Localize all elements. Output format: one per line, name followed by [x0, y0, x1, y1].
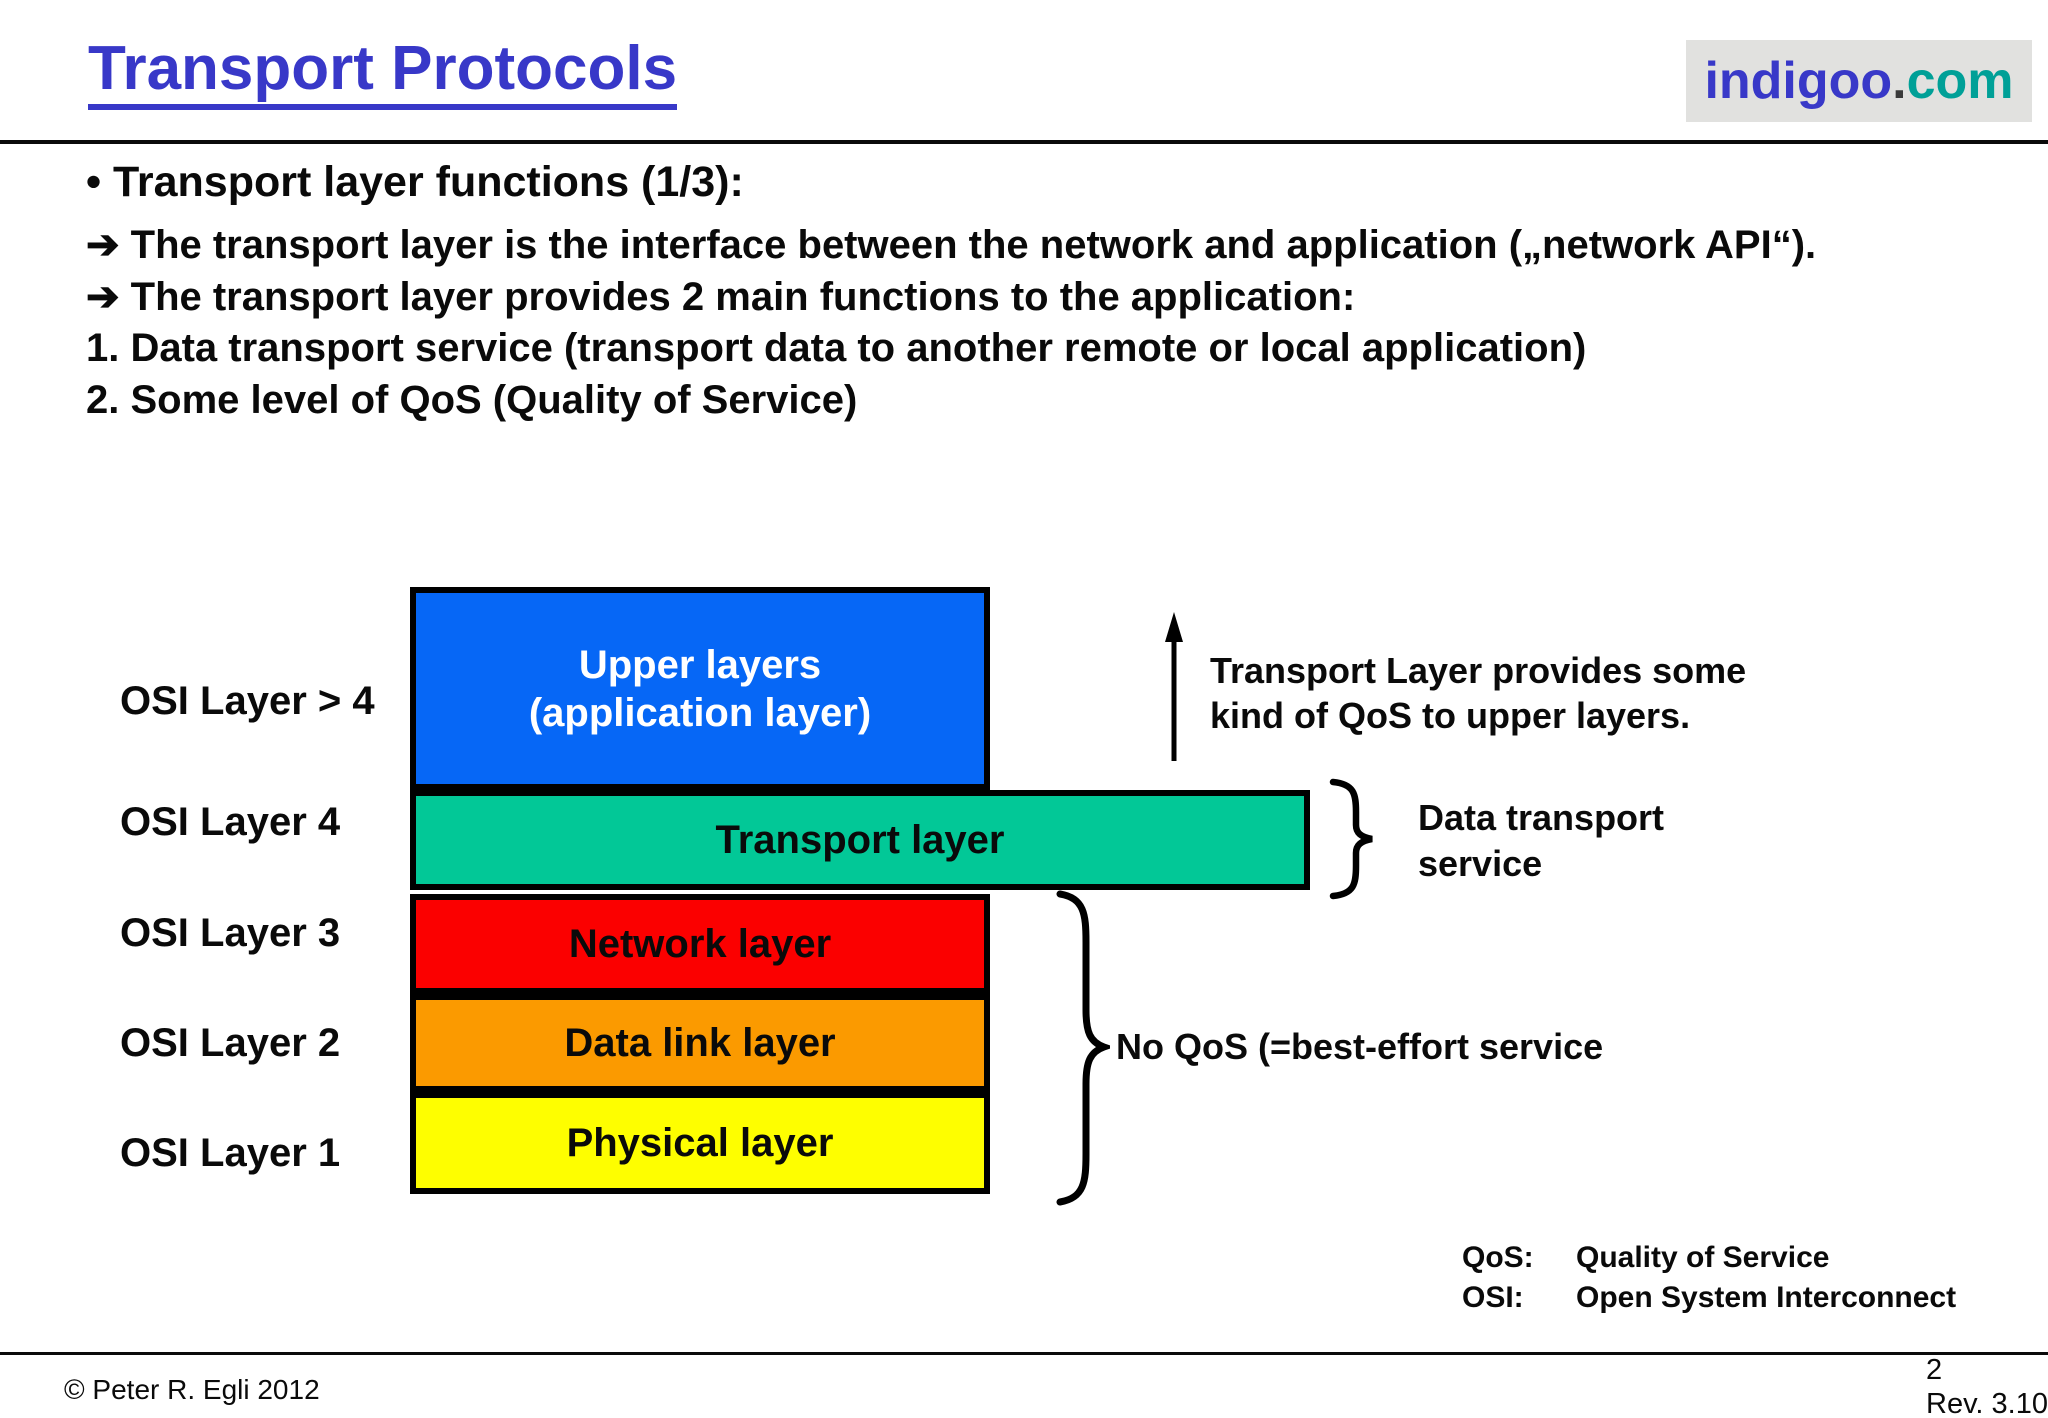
data-link-layer-label: Data link layer	[564, 1021, 836, 1065]
brace-no-qos-icon	[1056, 890, 1110, 1206]
upper-layers-label-line1: Upper layers	[578, 642, 822, 687]
glossary-term-qos: QoS:	[1462, 1241, 1534, 1274]
no-qos-annotation: No QoS (=best-effort service	[1116, 1026, 1604, 1067]
page-number: 2	[1926, 1354, 1943, 1386]
glossary-term-osi: OSI:	[1462, 1281, 1524, 1314]
qos-annotation: Transport Layer provides some kind of Qo…	[1210, 648, 1746, 738]
footer-divider	[0, 1352, 2048, 1355]
network-layer-label: Network layer	[568, 922, 832, 966]
osi-label-2: OSI Layer 2	[120, 1021, 341, 1065]
up-arrow-icon	[1165, 612, 1183, 761]
glossary-def-osi: Open System Interconnect	[1576, 1281, 1957, 1314]
brace-data-transport-icon	[1329, 778, 1373, 900]
upper-layers-box: Upper layers (application layer)	[410, 587, 990, 790]
intro-heading: • Transport layer functions (1/3):	[86, 158, 744, 206]
logo-text-dot: .	[1892, 52, 1907, 110]
intro-line-2: ➔ The transport layer provides 2 main fu…	[86, 275, 1356, 319]
data-transport-annotation: Data transport service	[1418, 795, 1664, 887]
transport-layer-label: Transport layer	[715, 818, 1005, 862]
data-transport-annotation-line1: Data transport	[1418, 797, 1665, 838]
logo: indigoo.com	[1686, 40, 2032, 122]
osi-label-1: OSI Layer 1	[120, 1131, 341, 1175]
copyright-text: © Peter R. Egli 2012	[64, 1374, 320, 1405]
physical-layer-box: Physical layer	[410, 1092, 990, 1194]
glossary-row-osi: OSI: Open System Interconnect	[1462, 1278, 1956, 1318]
intro-line-4: 2. Some level of QoS (Quality of Service…	[86, 378, 858, 422]
osi-label-3: OSI Layer 3	[120, 911, 341, 955]
qos-annotation-line2: kind of QoS to upper layers.	[1210, 695, 1691, 736]
header-divider	[0, 140, 2048, 144]
transport-layer-box: Transport layer	[410, 790, 1310, 890]
glossary-def-qos: Quality of Service	[1576, 1241, 1830, 1274]
osi-label-4: OSI Layer 4	[120, 800, 341, 844]
intro-line-3: 1. Data transport service (transport dat…	[86, 326, 1587, 370]
osi-label-gt4: OSI Layer > 4	[120, 679, 375, 723]
data-transport-annotation-line2: service	[1418, 843, 1543, 884]
page-title: Transport Protocols	[88, 36, 678, 111]
revision-label: Rev. 3.10	[1926, 1388, 2048, 1418]
upper-layers-label-line2: (application layer)	[528, 690, 872, 735]
qos-annotation-line1: Transport Layer provides some	[1210, 650, 1747, 691]
logo-text-teal: com	[1906, 52, 2014, 110]
glossary: QoS: Quality of Service OSI: Open System…	[1462, 1238, 1956, 1318]
physical-layer-label: Physical layer	[566, 1121, 834, 1165]
glossary-row-qos: QoS: Quality of Service	[1462, 1238, 1956, 1278]
intro-line-1: ➔ The transport layer is the interface b…	[86, 223, 1817, 267]
network-layer-box: Network layer	[410, 894, 990, 994]
logo-text-blue: indigoo	[1704, 52, 1893, 110]
data-link-layer-box: Data link layer	[410, 994, 990, 1092]
